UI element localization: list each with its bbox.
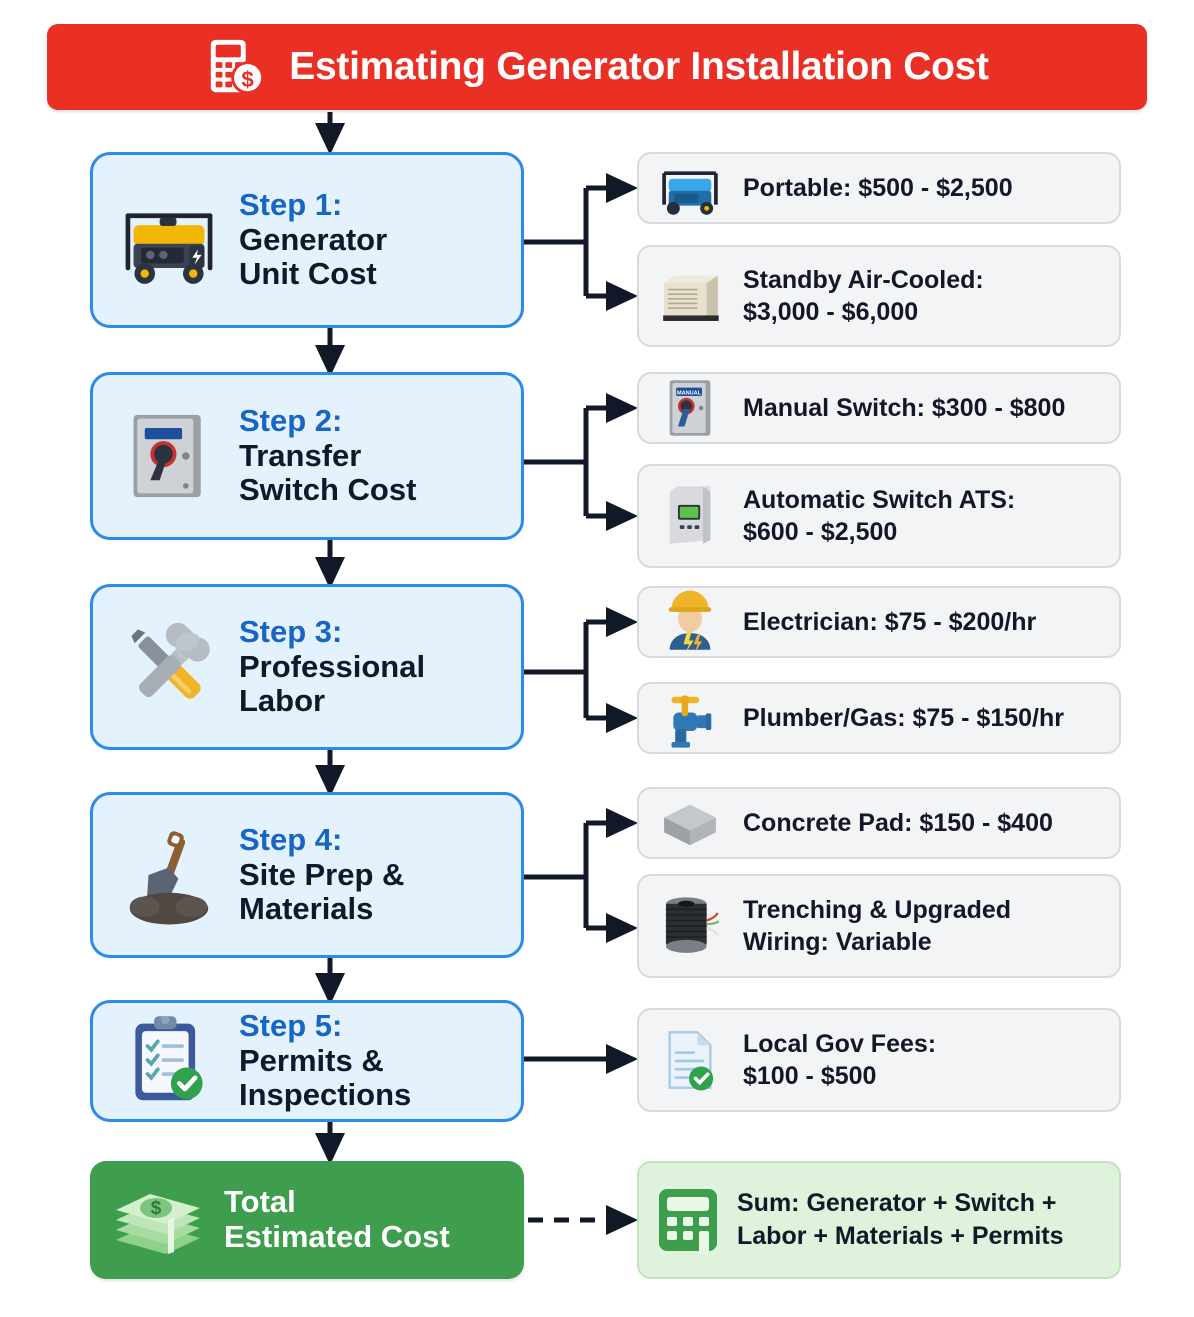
svg-text:$: $ [242,67,255,92]
step-title-line2: Materials [239,891,374,927]
step-label: Step 5: [239,1007,343,1043]
detail-text-line1: Automatic Switch ATS: [743,485,1016,514]
automatic-switch-icon [651,477,729,555]
detail-card-1-1[interactable]: Portable: $500 - $2,500 [637,152,1121,224]
detail-card-5-1[interactable]: Local Gov Fees: $100 - $500 [637,1008,1121,1112]
wire-spool-icon [651,887,729,965]
money-stack-icon: $ [116,1194,200,1254]
portable-generator-blue-icon [651,149,729,227]
step-box-1[interactable]: Step 1: Generator Unit Cost [90,152,524,328]
step-label: Step 1: [239,186,343,222]
calculator-dollar-icon: $ [211,39,265,95]
detail-text-line1: Local Gov Fees: [743,1029,937,1058]
sum-formula-card[interactable]: Sum: Generator + Switch + Labor + Materi… [637,1161,1121,1279]
detail-text-line2: $600 - $2,500 [743,518,898,546]
detail-card-4-2[interactable]: Trenching & Upgraded Wiring: Variable [637,874,1121,978]
transfer-switch-box-icon [111,398,227,514]
step-box-2[interactable]: Step 2: Transfer Switch Cost [90,372,524,540]
detail-card-2-2[interactable]: Automatic Switch ATS: $600 - $2,500 [637,464,1121,568]
shovel-dirt-icon [111,817,227,933]
step-title-line2: Inspections [239,1077,412,1113]
step-title-line1: Transfer [239,437,362,473]
detail-text-line1: Manual Switch: $300 - $800 [743,393,1066,422]
total-estimated-cost-box[interactable]: $ Total Estimated Cost [90,1161,524,1279]
total-title-line1: Total [224,1184,296,1220]
svg-text:$: $ [151,1198,162,1219]
step-title-line2: Labor [239,683,326,719]
sum-text-line2: Labor + Materials + Permits [737,1222,1064,1250]
detail-text-line1: Trenching & Upgraded [743,895,1012,924]
detail-text-line1: Plumber/Gas: $75 - $150/hr [743,703,1064,732]
detail-card-4-1[interactable]: Concrete Pad: $150 - $400 [637,787,1121,859]
electrician-worker-icon [651,583,729,661]
step-title-line1: Permits & [239,1042,384,1078]
manual-switch-icon: MANUAL [651,369,729,447]
tools-wrench-screwdriver-icon [111,609,227,725]
step-label: Step 3: [239,613,343,649]
detail-card-3-1[interactable]: Electrician: $75 - $200/hr [637,586,1121,658]
step-box-3[interactable]: Step 3: Professional Labor [90,584,524,750]
step-box-4[interactable]: Step 4: Site Prep & Materials [90,792,524,958]
total-title-line2: Estimated Cost [224,1219,450,1254]
page-title: Estimating Generator Installation Cost [289,45,989,88]
page-header: $ Estimating Generator Installation Cost [47,24,1147,110]
step-title-line1: Professional [239,648,426,684]
sum-text-line1: Sum: Generator + Switch + [737,1189,1057,1217]
step-title-line1: Generator [239,221,388,257]
step-title-line2: Unit Cost [239,256,377,292]
plumber-valve-icon [651,679,729,757]
detail-text-line2: Wiring: Variable [743,928,932,956]
detail-card-2-1[interactable]: MANUAL Manual Switch: $300 - $800 [637,372,1121,444]
step-title-line1: Site Prep & [239,856,405,892]
detail-text-line2: $3,000 - $6,000 [743,298,919,326]
standby-generator-icon [651,257,729,335]
detail-text-line1: Standby Air-Cooled: [743,265,984,294]
detail-text-line2: $100 - $500 [743,1062,877,1090]
detail-card-1-2[interactable]: Standby Air-Cooled: $3,000 - $6,000 [637,245,1121,347]
calculator-icon [659,1189,717,1254]
step-label: Step 4: [239,821,343,857]
step-title-line2: Switch Cost [239,472,417,508]
portable-generator-yellow-icon [111,182,227,298]
concrete-pad-icon [651,784,729,862]
detail-text-line1: Portable: $500 - $2,500 [743,173,1013,202]
step-box-5[interactable]: Step 5: Permits & Inspections [90,1000,524,1122]
svg-text:MANUAL: MANUAL [677,391,702,397]
clipboard-check-icon [111,1003,227,1119]
step-label: Step 2: [239,402,343,438]
detail-text-line1: Electrician: $75 - $200/hr [743,607,1037,636]
detail-card-3-2[interactable]: Plumber/Gas: $75 - $150/hr [637,682,1121,754]
detail-text-line1: Concrete Pad: $150 - $400 [743,808,1053,837]
document-check-icon [651,1021,729,1099]
